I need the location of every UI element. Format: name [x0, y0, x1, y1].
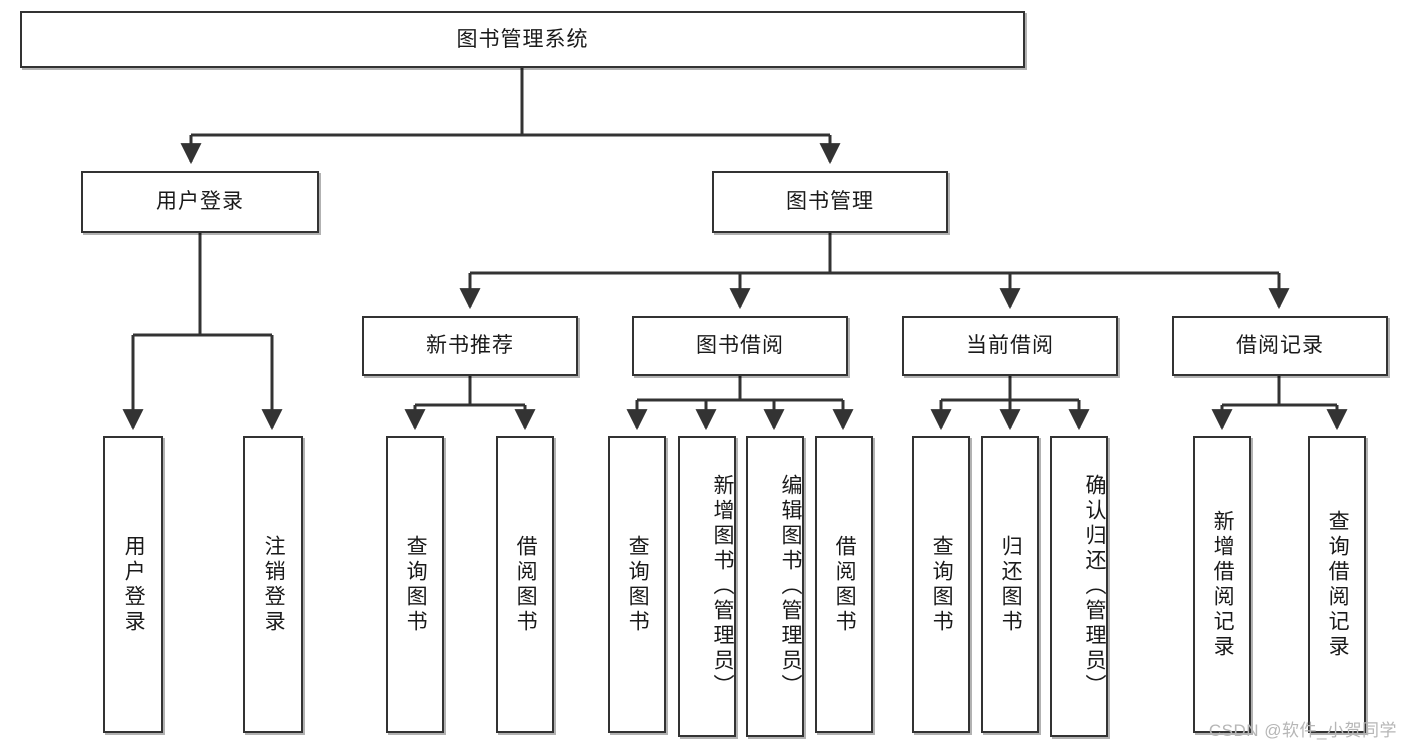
- node-current-borrow[interactable]: 当前借阅: [902, 316, 1118, 376]
- node-new-book-rec[interactable]: 新书推荐: [362, 316, 578, 376]
- node-leaf-borrow-book-2-label: 借阅图书: [833, 534, 857, 635]
- node-leaf-return-book-label: 归还图书: [999, 534, 1023, 635]
- node-user-login[interactable]: 用户登录: [81, 171, 319, 233]
- node-book-borrow[interactable]: 图书借阅: [632, 316, 848, 376]
- node-borrow-record[interactable]: 借阅记录: [1172, 316, 1388, 376]
- node-book-borrow-label: 图书借阅: [696, 334, 784, 358]
- node-leaf-confirm-return-label: 确认归还（管理员）: [1083, 474, 1106, 699]
- node-leaf-borrow-book-1[interactable]: 借阅图书: [496, 436, 554, 733]
- node-leaf-borrow-book-1-label: 借阅图书: [514, 534, 538, 635]
- node-leaf-query-book-1[interactable]: 查询图书: [386, 436, 444, 733]
- node-leaf-user-login[interactable]: 用户登录: [103, 436, 163, 733]
- node-user-login-label: 用户登录: [156, 190, 244, 214]
- node-leaf-add-book-label: 新增图书（管理员）: [711, 474, 734, 699]
- node-leaf-edit-book[interactable]: 编辑图书（管理员）: [746, 436, 804, 737]
- node-leaf-add-record-label: 新增借阅记录: [1211, 509, 1235, 660]
- node-leaf-user-logout-label: 注销登录: [262, 534, 286, 635]
- node-leaf-query-record[interactable]: 查询借阅记录: [1308, 436, 1366, 733]
- node-book-manage[interactable]: 图书管理: [712, 171, 948, 233]
- node-leaf-return-book[interactable]: 归还图书: [981, 436, 1039, 733]
- node-new-book-rec-label: 新书推荐: [426, 334, 514, 358]
- node-leaf-user-login-label: 用户登录: [122, 534, 146, 635]
- node-leaf-query-book-3-label: 查询图书: [930, 534, 954, 635]
- node-root[interactable]: 图书管理系统: [20, 11, 1025, 68]
- node-book-manage-label: 图书管理: [786, 190, 874, 214]
- node-leaf-query-record-label: 查询借阅记录: [1326, 509, 1350, 660]
- node-leaf-add-record[interactable]: 新增借阅记录: [1193, 436, 1251, 733]
- node-leaf-edit-book-label: 编辑图书（管理员）: [779, 474, 802, 699]
- node-root-label: 图书管理系统: [456, 27, 589, 51]
- node-leaf-query-book-1-label: 查询图书: [404, 534, 428, 635]
- node-leaf-add-book[interactable]: 新增图书（管理员）: [678, 436, 736, 737]
- node-borrow-record-label: 借阅记录: [1236, 334, 1324, 358]
- node-leaf-confirm-return[interactable]: 确认归还（管理员）: [1050, 436, 1108, 737]
- node-current-borrow-label: 当前借阅: [966, 334, 1054, 358]
- node-leaf-query-book-2-label: 查询图书: [626, 534, 650, 635]
- watermark: CSDN @软件_小贺同学: [1208, 721, 1397, 740]
- node-leaf-query-book-3[interactable]: 查询图书: [912, 436, 970, 733]
- node-leaf-borrow-book-2[interactable]: 借阅图书: [815, 436, 873, 733]
- node-leaf-user-logout[interactable]: 注销登录: [243, 436, 303, 733]
- node-leaf-query-book-2[interactable]: 查询图书: [608, 436, 666, 733]
